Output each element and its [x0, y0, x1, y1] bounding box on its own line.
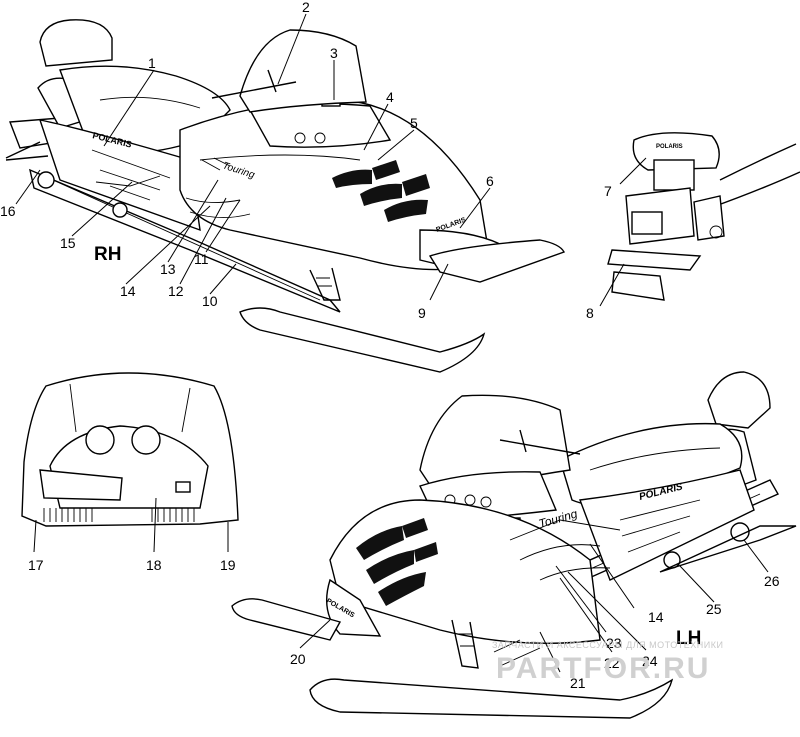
grille-left: [43, 508, 93, 522]
callout-14-lh: 14: [648, 609, 664, 625]
callout-22: 22: [604, 655, 620, 671]
callout-17: 17: [28, 557, 44, 573]
callout-18: 18: [146, 557, 162, 573]
grille-right: [151, 508, 195, 522]
view-label-lh: LH: [676, 628, 701, 649]
callout-6: 6: [486, 173, 494, 189]
view-label-rh: RH: [94, 244, 121, 265]
rear-seat-detail: [607, 132, 800, 301]
callout-9: 9: [418, 305, 426, 321]
callout-13: 13: [160, 261, 176, 277]
callout-20: 20: [290, 651, 306, 667]
callout-2: 2: [302, 0, 310, 15]
callout-14: 14: [120, 283, 136, 299]
callout-1: 1: [148, 55, 156, 71]
watermark-tagline: ЗАПЧАСТИ И АКСЕССУАРЫ ДЛЯ МОТОТЕХНИКИ: [492, 640, 723, 650]
callout-3: 3: [330, 45, 338, 61]
brand-decal-seat: POLARIS: [656, 144, 683, 150]
watermark-logo: PARTFOR.RU: [496, 652, 710, 685]
leader-lines: [15, 13, 769, 673]
callout-23: 23: [606, 635, 622, 651]
callout-25: 25: [706, 601, 722, 617]
callout-16: 16: [0, 203, 16, 219]
callout-8: 8: [586, 305, 594, 321]
callout-5: 5: [410, 115, 418, 131]
callout-26: 26: [764, 573, 780, 589]
callout-15: 15: [60, 235, 76, 251]
snowmobile-rh-view: [5, 19, 565, 373]
snowmobile-lh-view: [231, 371, 797, 719]
callout-19: 19: [220, 557, 236, 573]
callout-10: 10: [202, 293, 218, 309]
callout-24: 24: [642, 653, 658, 669]
callout-4: 4: [386, 89, 394, 105]
callout-21: 21: [570, 675, 586, 691]
callout-labels: 1 2 3 4 5 6 7 8 9 10 11 12 13 14 15 16 1…: [0, 0, 780, 691]
dashboard-detail: [21, 372, 239, 527]
callout-11: 11: [194, 251, 209, 267]
callout-12: 12: [168, 283, 184, 299]
callout-7: 7: [604, 183, 612, 199]
